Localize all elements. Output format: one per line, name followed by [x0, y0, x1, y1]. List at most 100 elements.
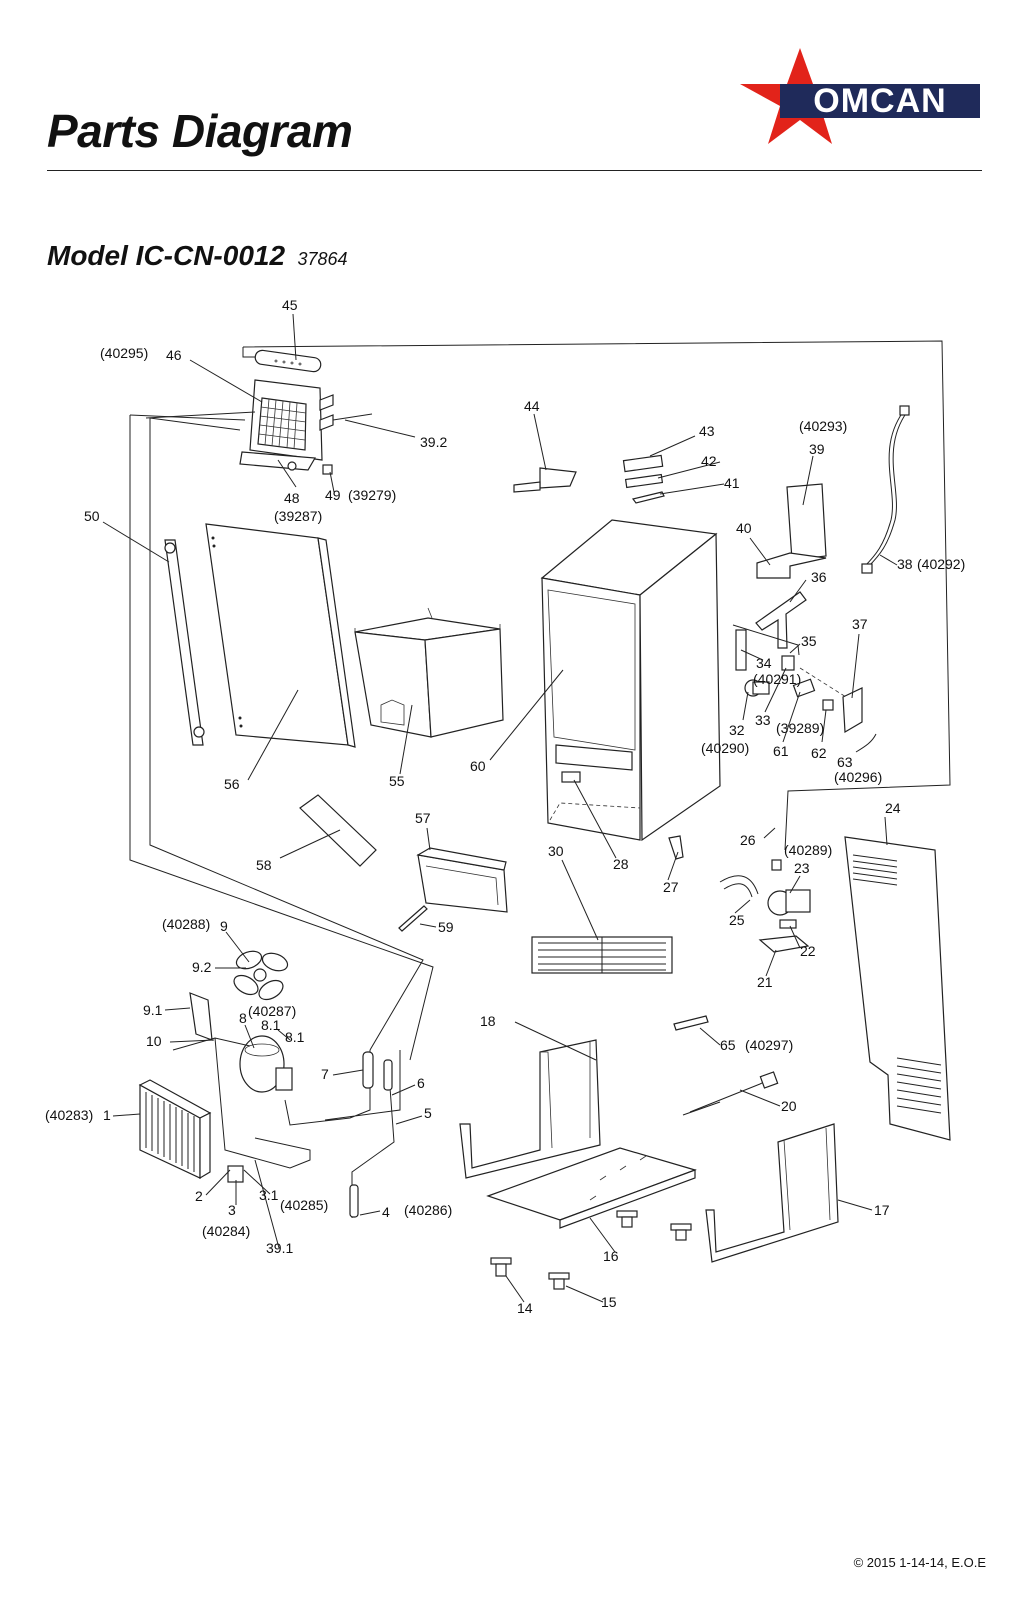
condenser	[138, 1079, 212, 1180]
model-number: 37864	[297, 249, 348, 269]
callout-8-1b: 8.1	[285, 1029, 305, 1045]
cabinet	[540, 519, 721, 842]
omcan-logo: OMCAN	[740, 48, 980, 144]
callout-22: 22	[800, 943, 816, 959]
part-41	[631, 491, 665, 504]
callout-36: 36	[811, 569, 827, 585]
callout-15: 15	[601, 1294, 617, 1310]
callout-17: 17	[874, 1202, 890, 1218]
copyright-notice: © 2015 1-14-14, E.O.E	[853, 1555, 986, 1570]
ice-bin	[354, 607, 504, 738]
callout-25: 25	[729, 912, 745, 928]
hose-25	[719, 875, 759, 895]
callout-49: 49	[325, 487, 341, 503]
callout-40289: (40289)	[784, 842, 832, 858]
part-57-container	[416, 847, 508, 913]
capillary-4	[349, 1184, 359, 1218]
callout-3: 3	[228, 1202, 236, 1218]
callout-60: 60	[470, 758, 486, 774]
title-divider	[47, 170, 982, 171]
callout-labels: 45 (40295) 46 39.2 48 (39287) 49 (39279)…	[45, 297, 965, 1316]
drain-pump	[767, 889, 811, 916]
callout-3-1: 3.1	[259, 1187, 279, 1203]
callout-27: 27	[663, 879, 679, 895]
back-panel	[844, 836, 951, 1141]
fan-bracket	[189, 992, 213, 1041]
ice-scoop	[513, 467, 577, 493]
callout-21: 21	[757, 974, 773, 990]
filter-drier	[362, 1051, 374, 1089]
callout-9-2: 9.2	[192, 959, 212, 975]
callout-6: 6	[417, 1075, 425, 1091]
evaporator-top-tube	[254, 349, 322, 373]
bracket-22	[779, 919, 797, 929]
fan-blade	[233, 950, 289, 1001]
callout-40288: (40288)	[162, 916, 210, 932]
leveling-foot-15	[548, 1272, 570, 1290]
callout-40296: (40296)	[834, 769, 882, 785]
water-valve-group	[732, 624, 847, 711]
part-40-bracket	[756, 552, 827, 579]
callout-34: 34	[756, 655, 772, 671]
compressor	[239, 1035, 293, 1093]
callout-24: 24	[885, 800, 901, 816]
callout-44: 44	[524, 398, 540, 414]
leader-lines	[102, 313, 898, 1303]
callout-1: 1	[103, 1107, 111, 1123]
callout-56: 56	[224, 776, 240, 792]
clip-49	[322, 464, 333, 475]
tube-36	[755, 591, 807, 649]
callout-7: 7	[321, 1066, 329, 1082]
wire-harness	[867, 411, 908, 568]
callout-39289: (39289)	[776, 720, 824, 736]
door-panel	[205, 523, 356, 748]
callout-35: 35	[801, 633, 817, 649]
leveling-foot-14	[490, 1257, 512, 1277]
callout-8-1a: 8.1	[261, 1017, 281, 1033]
callout-8: 8	[239, 1010, 247, 1026]
callout-40295: (40295)	[100, 345, 148, 361]
callout-40291: (40291)	[753, 671, 801, 687]
callout-41: 41	[724, 475, 740, 491]
pipework	[172, 1037, 401, 1169]
part-43	[622, 454, 664, 473]
callout-5: 5	[424, 1105, 432, 1121]
callout-4: 4	[382, 1204, 390, 1220]
callout-40283: (40283)	[45, 1107, 93, 1123]
callout-9-1: 9.1	[143, 1002, 163, 1018]
tube-top-line	[242, 340, 951, 851]
evaporator-bracket	[239, 451, 316, 471]
model-name: Model IC-CN-0012	[47, 240, 286, 271]
part-65	[673, 1015, 709, 1031]
callout-28: 28	[613, 856, 629, 872]
plate-37	[842, 687, 863, 734]
callout-40293: (40293)	[799, 418, 847, 434]
callout-59: 59	[438, 919, 454, 935]
callout-32: 32	[729, 722, 745, 738]
page-title: Parts Diagram	[47, 105, 353, 157]
front-grille	[531, 936, 673, 974]
evaporator-assembly	[249, 379, 373, 461]
callout-20: 20	[781, 1098, 797, 1114]
callout-38: 38	[897, 556, 913, 572]
callout-40: 40	[736, 520, 752, 536]
callout-18: 18	[480, 1013, 496, 1029]
latch-27	[668, 835, 684, 860]
callout-42: 42	[701, 453, 717, 469]
part-42	[624, 473, 664, 489]
callout-65: 65	[720, 1037, 736, 1053]
callout-50: 50	[84, 508, 100, 524]
side-frame-17	[705, 1123, 839, 1263]
callout-39: 39	[809, 441, 825, 457]
callout-40286: (40286)	[404, 1202, 452, 1218]
callout-30: 30	[548, 843, 564, 859]
callout-43: 43	[699, 423, 715, 439]
part-39	[786, 483, 827, 561]
callout-57: 57	[415, 810, 431, 826]
callout-62: 62	[811, 745, 827, 761]
callout-10: 10	[146, 1033, 162, 1049]
callout-40284: (40284)	[202, 1223, 250, 1239]
callout-26: 26	[740, 832, 756, 848]
base-pan	[486, 1147, 697, 1229]
callout-33: 33	[755, 712, 771, 728]
